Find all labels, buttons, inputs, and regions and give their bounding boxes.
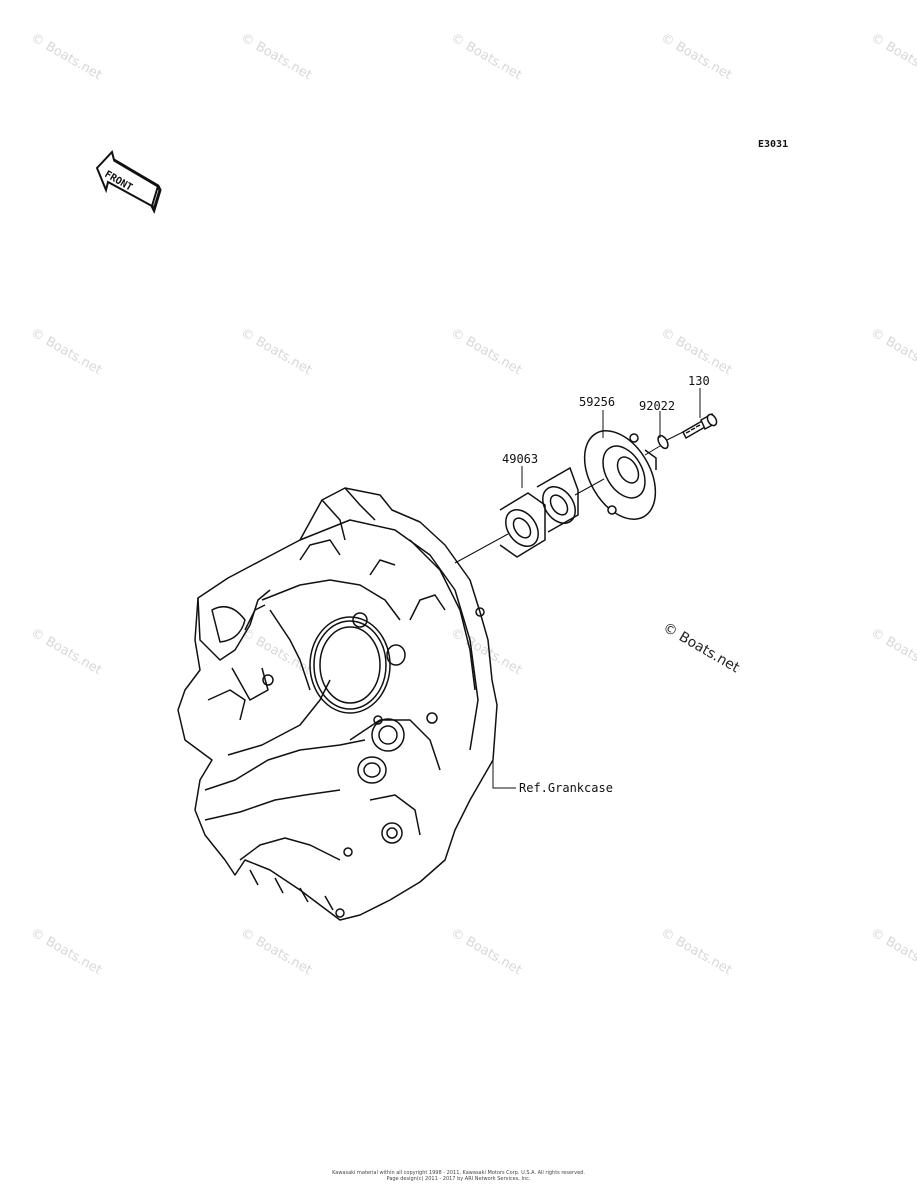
watermark: © Boats.net: [868, 625, 917, 678]
watermark: © Boats.net: [28, 30, 104, 83]
leader-lines: [492, 388, 701, 789]
bolt-130: [682, 412, 718, 440]
watermark: © Boats.net: [658, 30, 734, 83]
part-number-label: 59256: [579, 395, 615, 409]
part-number-label: 92022: [639, 399, 675, 413]
diagram-code: E3031: [758, 139, 788, 150]
watermark: © Boats.net: [238, 925, 314, 978]
watermark: © Boats.net: [658, 925, 734, 978]
watermark-dark: © Boats.net: [660, 620, 742, 677]
watermark-grid: © Boats.net © Boats.net © Boats.net © Bo…: [28, 30, 917, 978]
assembly-axis: [454, 431, 684, 564]
oil-seal-49063: [499, 466, 579, 558]
part-number-label: 130: [688, 374, 710, 388]
part-number-label: 49063: [502, 452, 538, 466]
watermark: © Boats.net: [28, 325, 104, 378]
watermark: © Boats.net: [28, 625, 104, 678]
watermark: © Boats.net: [868, 30, 917, 83]
copyright-line: Page design(c) 2011 - 2017 by ARI Networ…: [386, 1176, 531, 1182]
watermark: © Boats.net: [868, 325, 917, 378]
watermark: © Boats.net: [658, 325, 734, 378]
watermark: © Boats.net: [238, 30, 314, 83]
front-arrow-icon: FRONT: [95, 149, 162, 215]
watermark: © Boats.net: [448, 325, 524, 378]
cover-59256: [583, 430, 657, 520]
watermark: © Boats.net: [448, 925, 524, 978]
copyright-line: Kawasaki material within all copyright 1…: [332, 1170, 585, 1176]
crankcase-drawing: [177, 487, 498, 921]
watermark: © Boats.net: [28, 925, 104, 978]
reference-label: Ref.Grankcase: [519, 781, 613, 795]
watermark: © Boats.net: [868, 925, 917, 978]
watermark: © Boats.net: [448, 30, 524, 83]
watermark: © Boats.net: [238, 325, 314, 378]
